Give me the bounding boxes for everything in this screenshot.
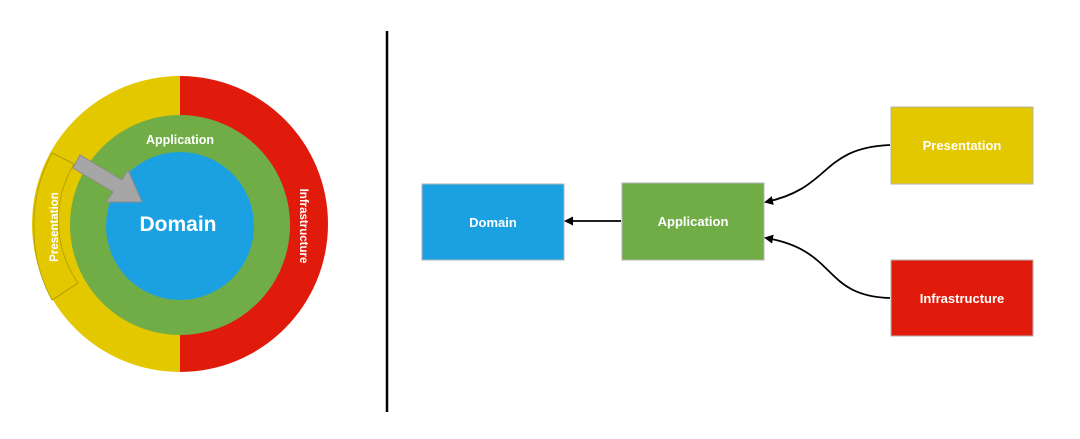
gray-arrow <box>72 154 143 203</box>
arrow-infrastructure-to-application <box>764 234 891 299</box>
arrow-presentation-to-application <box>764 144 891 205</box>
onion-domain-label: Domain <box>139 213 216 236</box>
onion-application-label: Application <box>146 133 214 147</box>
infrastructure-box: Infrastructure <box>890 259 1034 337</box>
domain-circle <box>106 152 254 300</box>
presentation-box: Presentation <box>890 106 1034 185</box>
application-box: Application <box>621 182 765 261</box>
infrastructure-box-label: Infrastructure <box>920 291 1005 306</box>
application-box-label: Application <box>658 214 729 229</box>
onion-diagram: Application Domain Presentation Infrastr… <box>32 76 328 372</box>
presentation-wedge <box>33 152 79 301</box>
onion-infrastructure-label: Infrastructure <box>297 189 309 264</box>
domain-box-label: Domain <box>469 215 517 230</box>
domain-box: Domain <box>421 183 565 261</box>
dependency-flow: Domain Application Presentation Infrastr… <box>421 106 1034 337</box>
presentation-box-label: Presentation <box>923 138 1002 153</box>
onion-presentation-label: Presentation <box>49 192 61 262</box>
